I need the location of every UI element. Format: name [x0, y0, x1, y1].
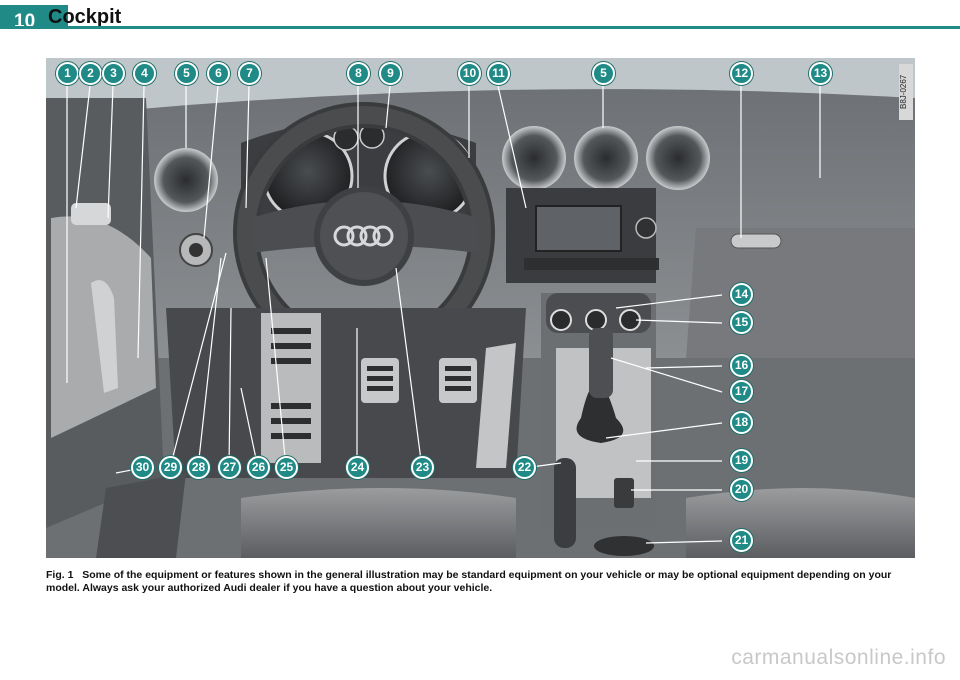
- figure-reference-code: B8J-0267: [899, 64, 913, 120]
- figure-label: Fig. 1: [46, 569, 74, 581]
- page-number: 10: [14, 11, 36, 32]
- cockpit-illustration: B8J-0267: [46, 58, 915, 558]
- header-divider: [0, 26, 960, 29]
- figure-caption: Fig. 1 Some of the equipment or features…: [46, 569, 915, 595]
- watermark: carmanualsonline.info: [731, 646, 946, 669]
- section-title: Cockpit: [48, 6, 122, 28]
- figure-caption-text: Some of the equipment or features shown …: [46, 569, 892, 594]
- page-header: 10 Cockpit: [0, 0, 960, 32]
- cockpit-drawing: [46, 58, 915, 558]
